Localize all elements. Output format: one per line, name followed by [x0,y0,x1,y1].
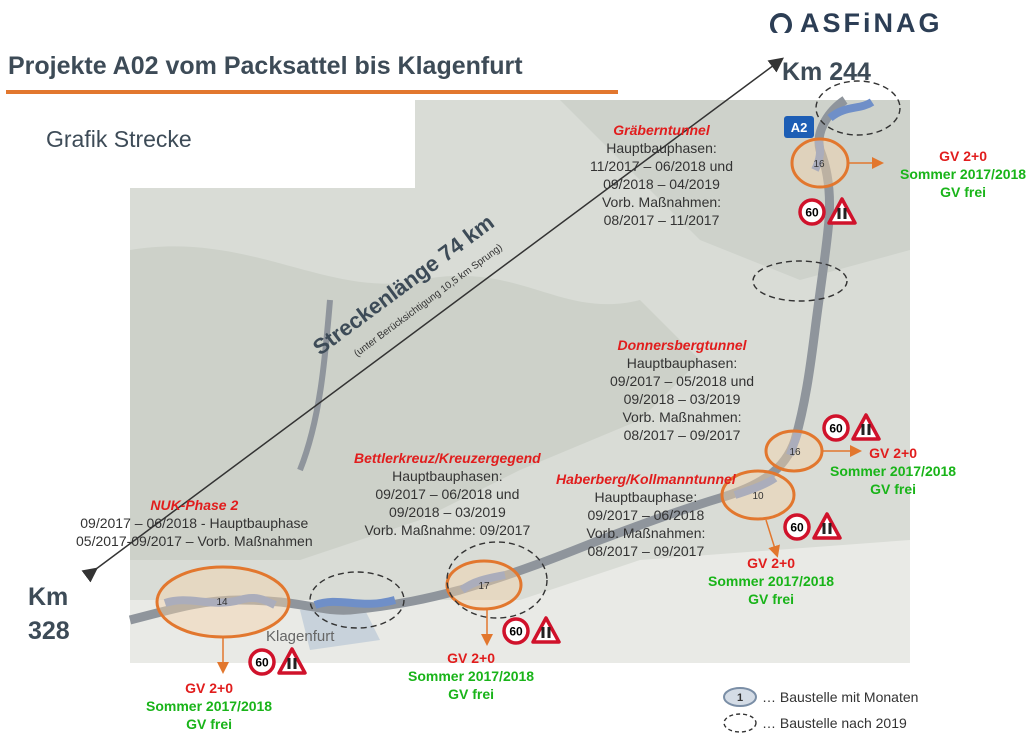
no-overtaking-sign-icon [531,616,561,644]
site-graebern: Gräberntunnel Hauptbauphasen: 11/2017 – … [590,122,733,228]
page-title: Projekte A02 vom Packsattel bis Klagenfu… [8,52,523,80]
no-overtaking-sign-icon [277,647,307,675]
city-label: Klagenfurt [266,628,335,645]
months-marker-icon: 1 [723,687,757,707]
speed-limit-value: 60 [509,625,523,639]
sign-pair-1: 60 [798,197,857,226]
site-bettlerkreuz: Bettlerkreuz/Kreuzergegend Hauptbauphase… [354,450,541,538]
route-length-arrow [81,57,785,583]
months-nuk: 14 [216,597,228,608]
speed-limit-sign-icon [502,617,530,645]
traffic-signs: 60 60 60 60 60 [248,197,881,676]
no-overtaking-sign-icon [827,197,857,225]
months-bettlerkreuz: 17 [478,581,490,592]
site-nuk: NUK-Phase 2 09/2017 – 06/2018 - Hauptbau… [76,497,313,549]
svg-text:A2: A2 [791,120,808,135]
after-2019-ellipses [309,80,901,629]
km-end-label: Km 244 [782,58,871,86]
site-donnersberg: Donnersbergtunnel Hauptbauphasen: 09/201… [610,337,755,443]
sign-pair-2: 60 [822,413,881,442]
a2-route-badge: A2 [784,116,814,138]
sign-pair-5: 60 [248,647,307,676]
asfinag-logo: ASFiNAG [768,8,943,38]
speed-limit-value: 60 [829,422,843,436]
speed-limit-value: 60 [255,656,269,670]
speed-limit-value: 60 [805,206,819,220]
svg-text:1: 1 [737,692,743,704]
legend-after-2019: … Baustelle nach 2019 [722,712,907,734]
km-start-line1: Km [28,583,69,611]
km-start-line2: 328 [28,617,70,645]
dashed-ellipse-icon [723,713,757,733]
site-name: Haberberg/Kollmanntunnel [556,471,736,487]
sign-pair-3: 60 [783,512,842,541]
no-overtaking-sign-icon [812,512,842,540]
speed-limit-sign-icon [798,198,826,226]
logo-icon [770,13,792,33]
site-name: NUK-Phase 2 [150,497,239,513]
site-name: Bettlerkreuz/Kreuzergegend [354,450,541,466]
km-start-label: Km 328 [28,580,70,648]
legend-after-2019-label: … Baustelle nach 2019 [762,715,907,731]
speed-limit-sign-icon [822,414,850,442]
legend-months: 1 … Baustelle mit Monaten [722,686,918,708]
speed-limit-sign-icon [783,513,811,541]
months-donnersberg: 16 [789,447,801,458]
site-name: Gräberntunnel [613,122,710,138]
no-overtaking-sign-icon [851,413,881,441]
months-graebern: 16 [813,159,825,170]
speed-limit-value: 60 [790,521,804,535]
site-name: Donnersbergtunnel [617,337,747,353]
speed-limit-sign-icon [248,648,276,676]
legend-months-label: … Baustelle mit Monaten [762,689,919,705]
months-haberberg: 10 [752,491,764,502]
title-underline [6,90,618,94]
construction-ellipses [155,137,850,639]
page-subtitle: Grafik Strecke [46,126,192,152]
sign-pair-4: 60 [502,616,561,645]
logo-wordmark: ASFiNAG [800,7,943,38]
site-haberberg: Haberberg/Kollmanntunnel Hauptbauphase: … [556,471,736,559]
